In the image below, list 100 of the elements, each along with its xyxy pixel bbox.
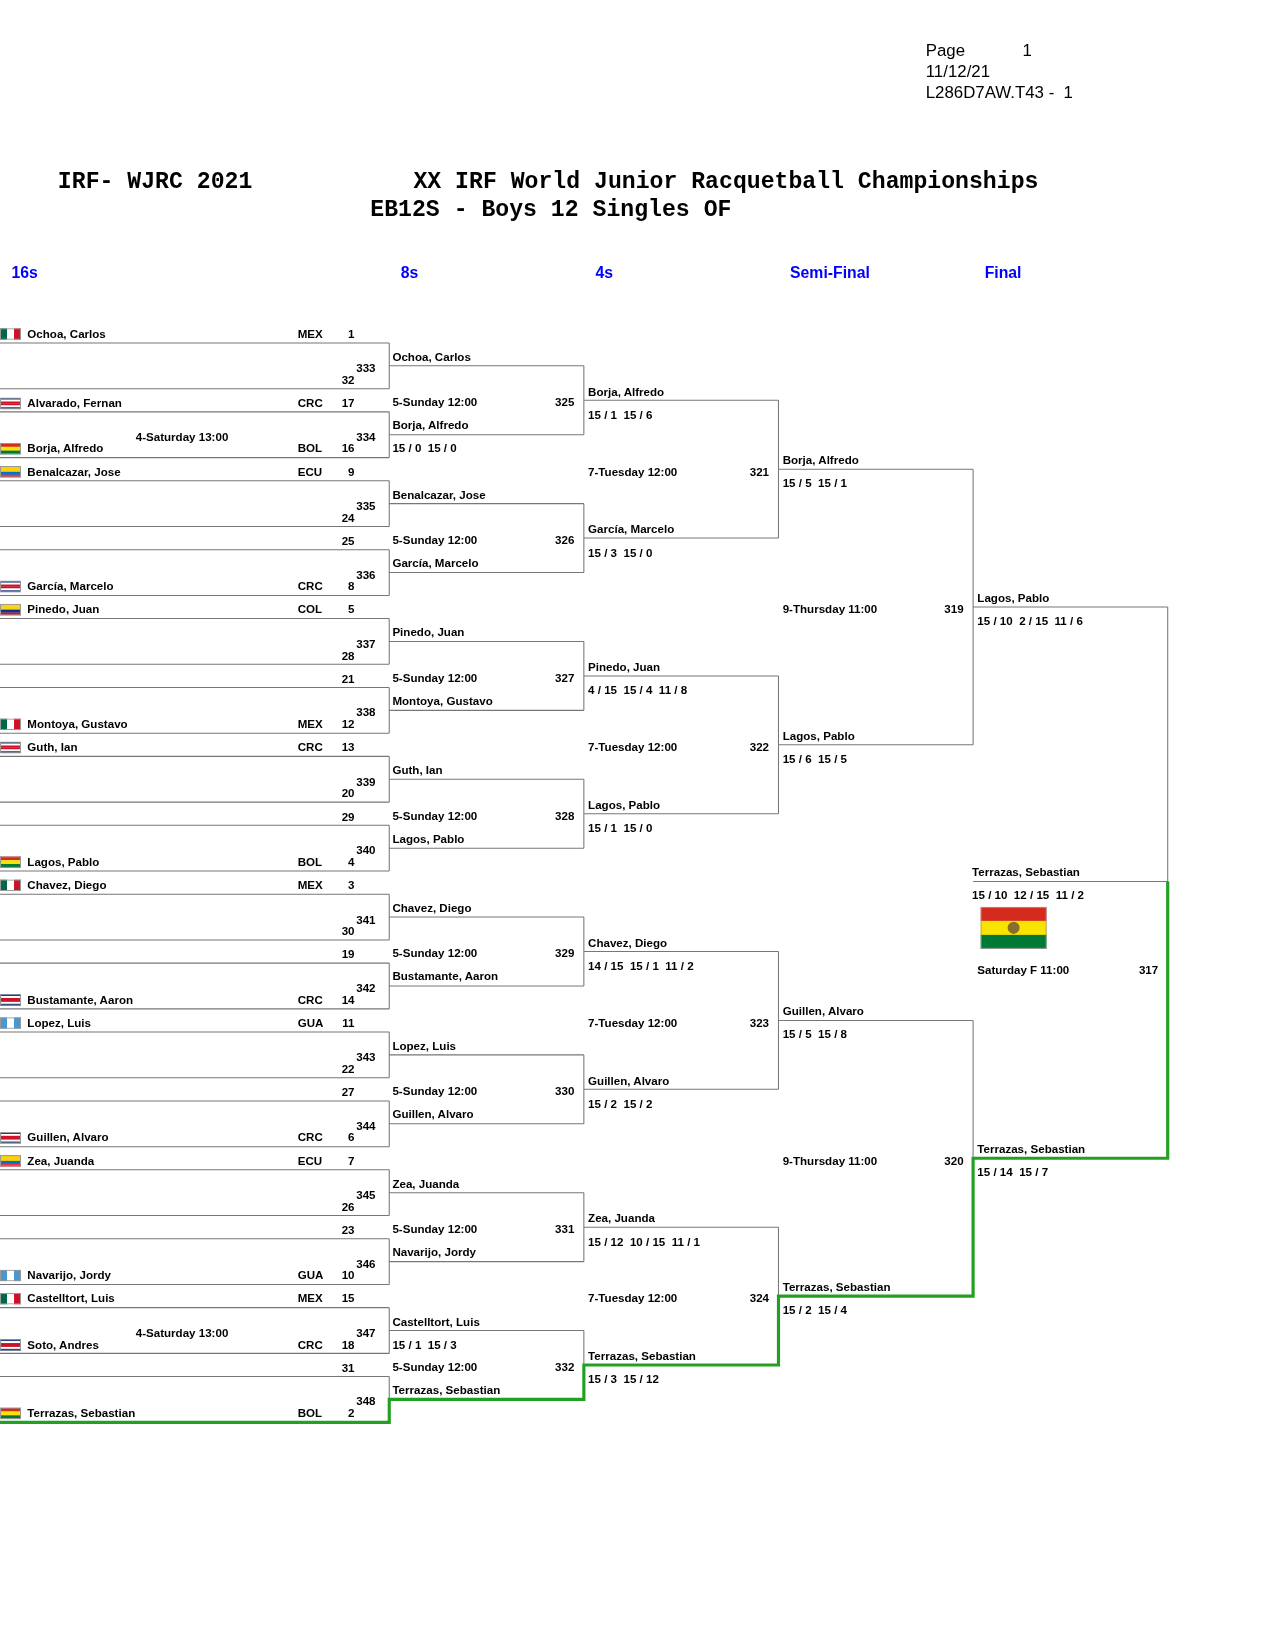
bracket-text: ECU	[297, 464, 323, 479]
bracket-text: 15 / 10 2 / 15 11 / 6	[977, 613, 1083, 629]
round-heading: Semi-Final	[790, 263, 870, 282]
bracket-text: 8	[348, 578, 355, 594]
bracket-text: CRC	[297, 739, 323, 755]
bracket-text: CRC	[297, 395, 323, 410]
player-name: Pinedo, Juan	[27, 601, 100, 617]
player-name: Bustamante, Aaron	[27, 992, 134, 1007]
bracket-text: MEX	[297, 1290, 323, 1306]
bracket-text: CRC	[297, 578, 323, 594]
bracket-text: 326	[555, 532, 575, 548]
bracket-text: 15 / 10 12 / 15 11 / 2	[972, 887, 1084, 903]
bracket-text: CRC	[297, 992, 323, 1007]
bracket-text: 18	[341, 1336, 355, 1352]
bracket-text: 332	[555, 1359, 575, 1374]
bracket-text: 14 / 15 15 / 1 11 / 2	[588, 957, 694, 973]
bracket-text: 317	[1138, 962, 1159, 978]
bracket-text: BOL	[297, 440, 323, 456]
bracket-text: GUA	[297, 1015, 324, 1030]
bracket-text: 321	[749, 463, 769, 479]
bracket-text: 30	[341, 923, 355, 938]
heading-text: EB12S - Boys 12 Singles OF	[370, 196, 732, 225]
bracket-text: 20	[341, 785, 355, 801]
bracket-text: 346	[356, 1256, 376, 1271]
player-name: Terrazas, Sebastian	[782, 1279, 891, 1294]
bracket-text: 10	[341, 1267, 355, 1283]
bracket-text: 15	[341, 1290, 355, 1306]
bracket-text: 330	[555, 1083, 575, 1099]
player-name: Ochoa, Carlos	[27, 326, 106, 341]
bracket-text: 4	[348, 854, 355, 869]
bracket-text: 7-Tuesday 12:00	[588, 463, 678, 479]
player-name: Lagos, Pablo	[392, 831, 465, 847]
bracket-text: 5-Sunday 12:00	[392, 670, 478, 685]
bracket-text: 327	[555, 670, 575, 685]
player-name: Pinedo, Juan	[588, 659, 661, 674]
player-name: Castelltort, Luis	[27, 1290, 115, 1306]
bracket-text: 25	[341, 532, 355, 548]
player-name: Guth, Ian	[27, 739, 78, 755]
bracket-text: CRC	[297, 1129, 323, 1145]
bracket-text: ECU	[297, 1153, 323, 1168]
bracket-text: BOL	[297, 854, 323, 869]
bracket-text: CRC	[297, 1336, 323, 1352]
player-name: Benalcazar, Jose	[27, 464, 121, 479]
player-name: Zea, Juanda	[27, 1153, 95, 1168]
player-name: Lopez, Luis	[27, 1015, 91, 1030]
player-name: Benalcazar, Jose	[392, 486, 486, 502]
bracket-text: 320	[944, 1152, 964, 1168]
player-name: Guillen, Alvaro	[392, 1107, 474, 1122]
round-heading: 8s	[400, 263, 419, 282]
player-name: García, Marcelo	[392, 555, 479, 571]
player-name: Borja, Alfredo	[27, 440, 104, 456]
bracket-text: L286D7AW.T43 - 1	[925, 82, 1073, 103]
bracket-text: COL	[297, 601, 323, 617]
bracket-text: 1	[348, 326, 355, 341]
bracket-text: 9	[348, 464, 355, 479]
bracket-text: 15 / 0 15 / 0	[392, 441, 457, 456]
bracket-text: 26	[341, 1198, 355, 1214]
player-name: Lagos, Pablo	[27, 854, 100, 869]
player-name: Guth, Ian	[392, 762, 443, 778]
bracket-text: 15 / 1 15 / 3	[392, 1336, 457, 1352]
bracket-text: 329	[555, 945, 575, 961]
bracket-text: 16	[341, 440, 355, 456]
bracket-text: 2	[348, 1405, 355, 1421]
bracket-text: 29	[341, 808, 355, 824]
player-name: Bustamante, Aaron	[392, 969, 499, 984]
bracket-text: 13	[341, 739, 355, 755]
bracket-text: 345	[356, 1187, 376, 1202]
bracket-text: 22	[341, 1061, 355, 1076]
bracket-text: 24	[341, 509, 355, 525]
player-name: Borja, Alfredo	[392, 417, 469, 433]
bracket-text: 5-Sunday 12:00	[392, 945, 478, 961]
player-name: Lagos, Pablo	[588, 796, 661, 812]
bracket-text: MEX	[297, 326, 323, 341]
bracket-text: 7-Tuesday 12:00	[588, 1290, 678, 1305]
bracket-text: 4 / 15 15 / 4 11 / 8	[588, 682, 688, 697]
round-heading: 16s	[11, 263, 38, 282]
round-heading: 4s	[595, 263, 613, 282]
bracket-text: 338	[356, 704, 376, 720]
round-heading: Final	[984, 263, 1022, 282]
player-name: Alvarado, Fernan	[27, 395, 122, 410]
player-name: Guillen, Alvaro	[27, 1129, 109, 1145]
bracket-text: 4-Saturday 13:00	[135, 1325, 229, 1340]
bracket-text: Saturday F 11:00	[977, 962, 1070, 978]
bracket-text: 9-Thursday 11:00	[782, 1152, 878, 1168]
bracket-text: 336	[356, 567, 376, 582]
bracket-text: 339	[356, 773, 376, 789]
bracket-text: Page	[925, 40, 966, 61]
player-name: Zea, Juanda	[588, 1210, 655, 1226]
bracket-text: 5-Sunday 12:00	[392, 1083, 478, 1099]
bracket-text: 5-Sunday 12:00	[392, 1221, 478, 1237]
bracket-text: 337	[356, 636, 376, 651]
bracket-text: 5-Sunday 12:00	[392, 808, 478, 823]
bracket-text: 15 / 1 15 / 6	[588, 406, 653, 422]
bracket-text: 9-Thursday 11:00	[782, 601, 878, 616]
player-name: Terrazas, Sebastian	[977, 1141, 1086, 1157]
bracket-text: 15 / 14 15 / 7	[977, 1164, 1049, 1180]
player-name: Terrazas, Sebastian	[588, 1348, 696, 1363]
player-name: Navarijo, Jordy	[392, 1244, 476, 1260]
bracket-text: 7-Tuesday 12:00	[588, 739, 678, 754]
player-name: Pinedo, Juan	[392, 624, 465, 640]
